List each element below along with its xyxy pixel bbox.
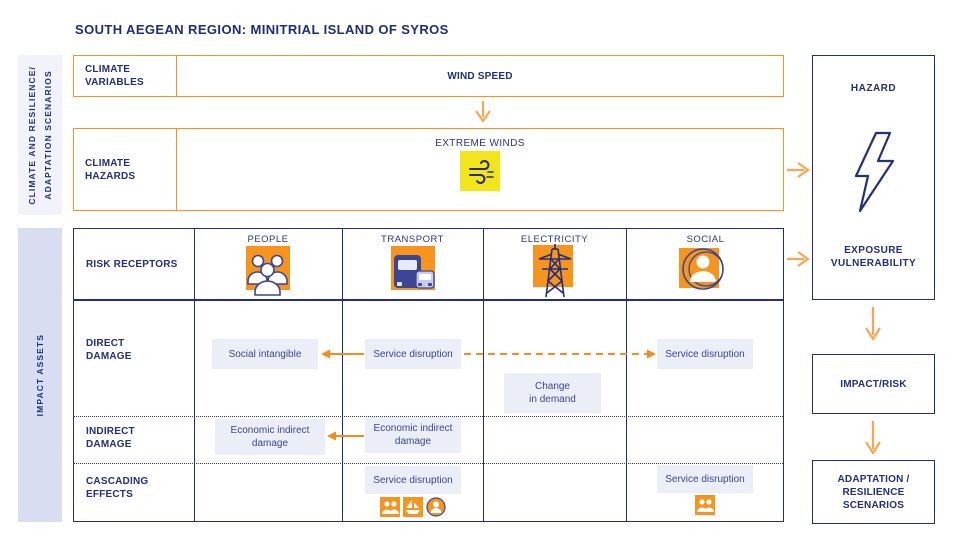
column-divider: [194, 229, 196, 521]
cell-indirect-people: Economic indirect damage: [215, 419, 325, 455]
cascading-transport-icons: [380, 497, 446, 517]
exposure-vulnerability-label: EXPOSURE VULNERABILITY: [830, 245, 917, 269]
arrow-right-icon: [787, 251, 810, 267]
dotted-row-divider: [74, 463, 783, 464]
impact-table: RISK RECEPTORS DIRECT DAMAGE INDIRECT DA…: [73, 228, 784, 522]
receptor-header-people: PEOPLE: [247, 234, 289, 245]
cascading-effects-label: CASCADING EFFECTS: [86, 476, 149, 500]
climate-variables-value: WIND SPEED: [447, 70, 513, 82]
hazard-box: HAZARD EXPOSURE VULNERABILITY: [812, 55, 935, 300]
receptor-header-transport: TRANSPORT: [381, 234, 444, 245]
lightning-icon: [813, 130, 934, 214]
arrow-dashed-right-icon: [464, 349, 656, 359]
cell-cascading-social: Service disruption: [657, 465, 753, 493]
arrow-left-icon: [321, 349, 364, 359]
transport-icon: [389, 246, 437, 296]
cascading-social-icons: [695, 495, 715, 515]
people-icon: [380, 497, 400, 517]
climate-variables-box: CLIMATE VARIABLES WIND SPEED: [73, 55, 784, 97]
column-divider: [342, 229, 344, 521]
cell-indirect-transport: Economic indirect damage: [365, 417, 461, 453]
cell-direct-transport: Service disruption: [365, 339, 461, 369]
impact-risk-box: IMPACT/RISK: [812, 354, 935, 414]
sidebar-impact-label: IMPACT ASSETS: [34, 333, 45, 417]
impact-risk-label: IMPACT/RISK: [840, 378, 907, 390]
boat-icon: [403, 497, 423, 517]
wind-icon: [460, 151, 500, 191]
dotted-row-divider: [74, 416, 783, 417]
column-divider: [626, 229, 628, 521]
column-divider: [483, 229, 485, 521]
arrow-left-icon: [327, 431, 364, 441]
climate-hazards-value: EXTREME WINDS: [435, 138, 525, 149]
page-title: SOUTH AEGEAN REGION: MINITRIAL ISLAND OF…: [75, 22, 449, 37]
electricity-icon: [531, 243, 579, 299]
people-icon: [244, 246, 292, 296]
indirect-damage-label: INDIRECT DAMAGE: [86, 426, 135, 450]
social-icon: [426, 497, 446, 517]
header-row-divider: [74, 299, 783, 301]
climate-hazards-label: CLIMATE HAZARDS: [85, 157, 136, 182]
risk-receptors-label: RISK RECEPTORS: [86, 259, 178, 270]
sidebar-climate-section: CLIMATE AND RESILIENCE/ ADAPTATION SCENA…: [18, 55, 62, 215]
climate-hazards-box: CLIMATE HAZARDS EXTREME WINDS: [73, 128, 784, 211]
arrow-down-icon: [865, 421, 881, 456]
cell-direct-social: Service disruption: [657, 339, 753, 369]
direct-damage-label: DIRECT DAMAGE: [86, 338, 132, 362]
sidebar-impact-section: IMPACT ASSETS: [18, 228, 62, 522]
adaptation-scenarios-box: ADAPTATION / RESILIENCE SCENARIOS: [812, 460, 935, 524]
cell-direct-electricity: Change in demand: [504, 373, 601, 413]
climate-variables-label: CLIMATE VARIABLES: [85, 64, 144, 88]
arrow-down-icon: [475, 101, 491, 123]
sidebar-climate-label: CLIMATE AND RESILIENCE/ ADAPTATION SCENA…: [26, 65, 53, 205]
receptor-header-electricity: ELECTRICITY: [520, 234, 589, 245]
cell-direct-people: Social intangible: [212, 339, 318, 369]
social-icon: [677, 244, 733, 296]
adaptation-scenarios-label: ADAPTATION / RESILIENCE SCENARIOS: [837, 473, 910, 511]
cell-cascading-transport: Service disruption: [365, 466, 461, 494]
receptor-header-social: SOCIAL: [686, 234, 725, 245]
people-icon: [695, 495, 715, 515]
hazard-label: HAZARD: [850, 83, 897, 94]
arrow-right-icon: [787, 162, 810, 178]
arrow-down-icon: [865, 307, 881, 342]
